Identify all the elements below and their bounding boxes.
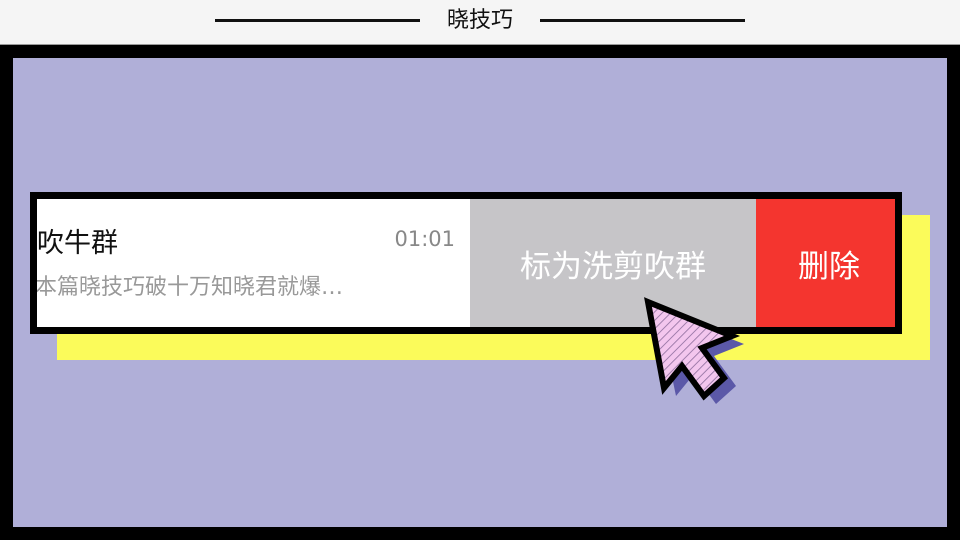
chat-preview: 本篇晓技巧破十万知晓君就爆…	[35, 275, 344, 300]
header-divider-left	[215, 19, 420, 22]
mark-as-group-label: 标为洗剪吹群	[520, 248, 706, 285]
chat-row[interactable]: 吹牛群 01:01 本篇晓技巧破十万知晓君就爆…	[37, 199, 477, 327]
chat-list-item[interactable]: 吹牛群 01:01 本篇晓技巧破十万知晓君就爆… 标为洗剪吹群 删除	[30, 192, 902, 334]
chat-time: 01:01	[394, 227, 455, 251]
header-title: 晓技巧	[446, 8, 513, 33]
chat-name: 吹牛群	[37, 228, 118, 259]
mark-as-group-button[interactable]: 标为洗剪吹群	[470, 199, 756, 327]
pointer-arrow-icon	[644, 297, 744, 404]
header-bar: 晓技巧	[0, 0, 960, 45]
header-divider-right	[540, 19, 745, 22]
delete-label: 删除	[798, 248, 860, 285]
delete-button[interactable]: 删除	[756, 199, 895, 327]
